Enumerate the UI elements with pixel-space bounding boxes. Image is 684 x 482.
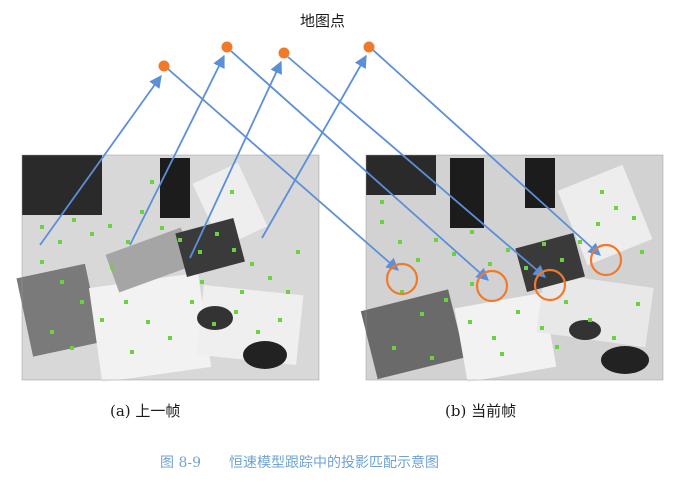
previous-frame-caption: (a) 上一帧 — [110, 402, 181, 420]
ray-a-4 — [261, 54, 367, 239]
feature-points-b — [380, 190, 644, 360]
map-point-3 — [278, 47, 290, 59]
map-point-1 — [158, 60, 170, 72]
ray-b-3 — [287, 56, 546, 278]
map-points — [158, 41, 375, 72]
figure-caption-text: 恒速模型跟踪中的投影匹配示意图 — [229, 455, 439, 471]
match-circle-1 — [385, 262, 419, 296]
ray-b-1 — [167, 68, 399, 271]
ray-b-2 — [230, 50, 489, 281]
current-frame-caption: (b) 当前帧 — [445, 402, 517, 420]
match-circle-2 — [475, 269, 509, 303]
ray-a-1 — [39, 74, 162, 246]
figure-caption: 图 8-9 恒速模型跟踪中的投影匹配示意图 — [160, 452, 439, 472]
frame-a-image — [16, 154, 320, 383]
ray-a-2 — [129, 54, 225, 246]
match-circles — [385, 243, 623, 303]
feature-points-a — [40, 180, 300, 354]
back-projection-rays — [39, 54, 367, 259]
map-points-label: 地图点 — [300, 12, 346, 30]
map-point-4 — [363, 41, 375, 53]
projection-rays — [167, 49, 601, 281]
match-circle-4 — [589, 243, 623, 277]
ray-a-3 — [189, 60, 282, 259]
figure-number: 图 8-9 — [160, 455, 201, 471]
map-point-2 — [221, 41, 233, 53]
ray-b-4 — [372, 49, 601, 256]
match-circle-3 — [533, 268, 567, 302]
